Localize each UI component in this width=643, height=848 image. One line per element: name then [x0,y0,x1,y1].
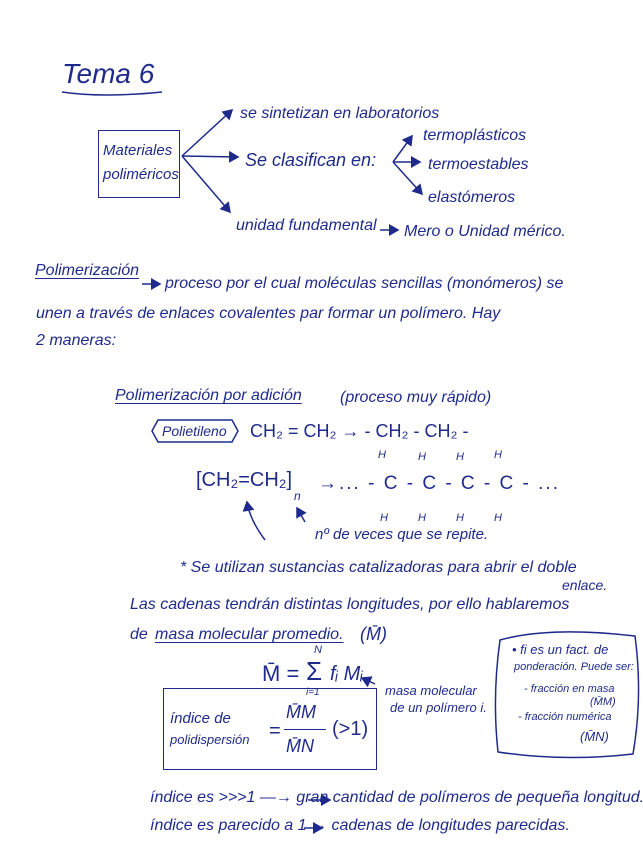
side-note-line: - fracción en masa [524,683,615,695]
repeat-note: nº de veces que se repite. [315,526,489,543]
formula-lhs: M̄ = [262,661,300,686]
h-bot-4: H [494,512,502,524]
class-3: elastómeros [428,189,516,206]
pd-condition: (>1) [332,718,369,740]
subscript-n: n [294,489,301,503]
h-top-2: H [418,451,426,463]
h-bot-3: H [456,512,464,524]
arrow-1 [181,108,234,157]
h-bot-1: H [380,512,388,524]
catalyst-note: * Se utilizan sustancias catalizadoras p… [180,559,577,576]
fraction-bar [284,729,326,730]
adicion-heading: Polimerización por adición [115,387,302,404]
polidispersion-box: índice de polidispersión = M̄M M̄N (>1) [163,688,377,770]
arrow-2 [181,150,240,163]
monomer: [CH₂=CH₂] [196,469,293,491]
masa-line-2-prefix: de [130,626,148,643]
case-1: índice es >>>1 —→ gran cantidad de polím… [150,789,643,806]
side-note-line: - fracción numérica [518,711,612,723]
mi-note-1: masa molecular [385,683,477,698]
polimerizacion-line-2: unen a través de enlaces covalentes par … [36,305,501,322]
branch-1: se sintetizan en laboratorios [240,105,440,122]
class-1: termoplásticos [423,127,527,144]
h-top-1: H [378,449,386,461]
masa-symbol: (M̄) [360,624,387,644]
root-line-1: Materiales [103,142,173,159]
reaction: CH₂ = CH₂ → - CH₂ - CH₂ - [250,421,469,441]
branch-2: Se clasifican en: [245,150,377,170]
arrow-3 [181,155,231,214]
side-note-line: (M̄M) [590,696,616,708]
mi-note-2: de un polímero i. [390,700,487,715]
h-top-4: H [494,449,502,461]
branch-3-result: Mero o Unidad mérico. [404,223,566,240]
page-title: Tema 6 [62,58,155,89]
side-note-line: • fi es un fact. de [512,642,609,657]
masa-term: masa molecular promedio. [155,626,344,643]
sum-bottom: i=1 [306,687,320,698]
root-concept-box: Materiales poliméricos [98,130,180,198]
polimerizacion-term: Polimerización [35,262,140,279]
side-note-line: (M̄N) [580,729,609,744]
h-top-3: H [456,451,464,463]
side-note-line: ponderación. Puede ser: [514,661,634,673]
root-line-2: poliméricos [103,166,179,183]
h-bot-2: H [418,512,426,524]
title-underline [61,91,163,96]
chain: →... - C - C - C - C - ... [318,473,560,494]
masa-line-1: Las cadenas tendrán distintas longitudes… [130,596,570,613]
pd-numerator: M̄M [286,702,316,722]
polimerizacion-line-1: proceso por el cual moléculas sencillas … [165,275,564,292]
pd-label-1: índice de [170,710,231,727]
sum-sign: Σ [306,656,323,686]
pd-denominator: M̄N [286,736,314,756]
polimerizacion-line-3: 2 maneras: [36,332,117,349]
formula-rhs: fᵢ Mᵢ [330,663,363,685]
class-2: termoestables [428,156,529,173]
catalyst-note-end: enlace. [562,577,608,593]
example-label: Polietileno [162,423,227,439]
adicion-note: (proceso muy rápido) [340,389,492,406]
sum-top: N [314,644,322,656]
pd-label-2: polidispersión [170,732,250,747]
branch-3: unidad fundamental [236,217,377,234]
pd-equals: = [269,720,281,742]
case-2: índice es parecido a 1 → cadenas de long… [150,817,570,834]
